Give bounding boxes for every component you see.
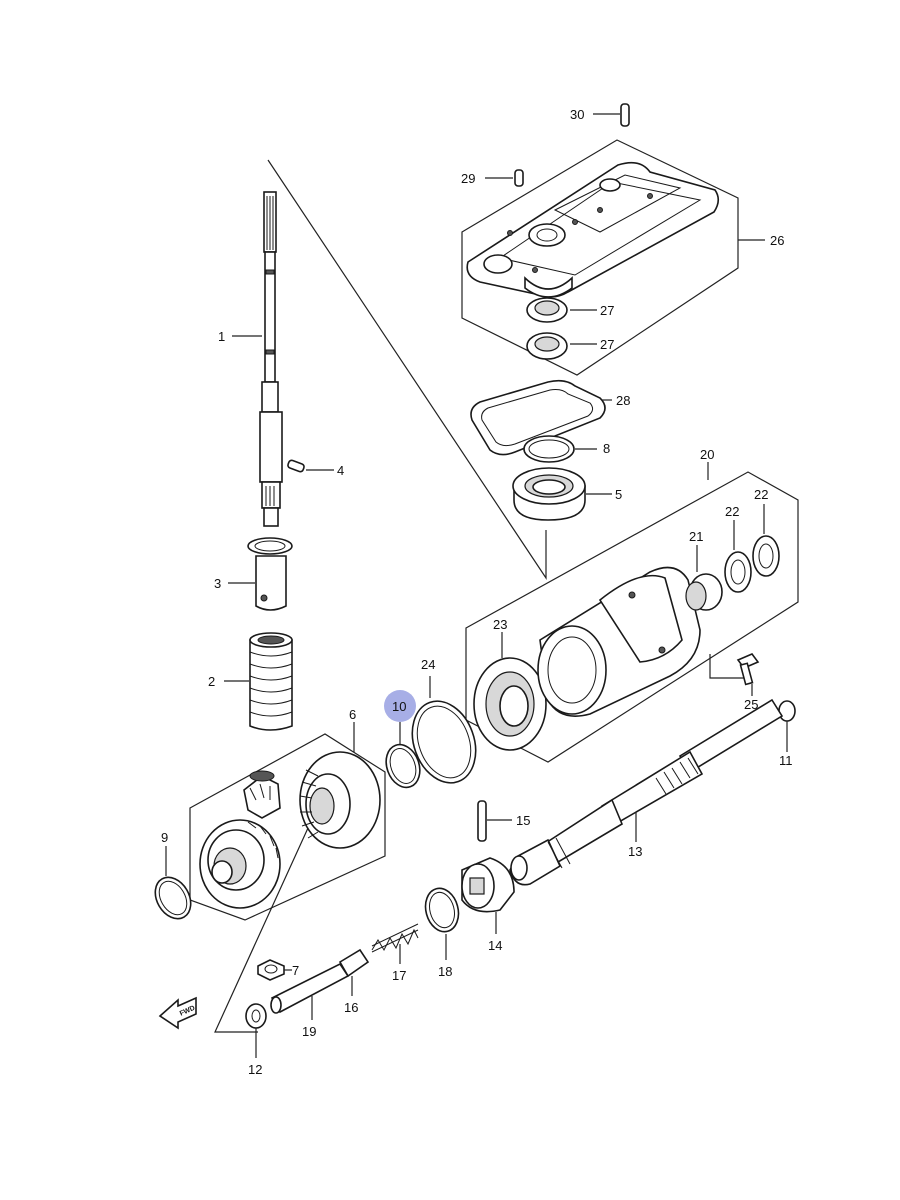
label-16: 16 bbox=[344, 1000, 358, 1015]
part-20-housing bbox=[537, 462, 748, 717]
label-12: 12 bbox=[248, 1062, 262, 1077]
callout-labels: 30 29 26 27 27 28 8 5 20 22 22 21 23 24 … bbox=[161, 107, 793, 1077]
label-19: 19 bbox=[302, 1024, 316, 1039]
part-3-bushing bbox=[228, 537, 293, 611]
label-26: 26 bbox=[770, 233, 784, 248]
label-23: 23 bbox=[493, 617, 507, 632]
part-15-pin bbox=[477, 800, 512, 842]
part-14-clutch bbox=[461, 857, 515, 934]
part-2-spring bbox=[224, 632, 293, 731]
part-30-pin bbox=[593, 103, 630, 127]
part-13-propeller-shaft bbox=[509, 698, 784, 886]
part-22-washer-a bbox=[724, 520, 752, 593]
label-14: 14 bbox=[488, 938, 502, 953]
label-27-upper: 27 bbox=[600, 303, 614, 318]
part-6-gear-set bbox=[199, 722, 381, 909]
label-28: 28 bbox=[616, 393, 630, 408]
part-28-gasket bbox=[470, 379, 612, 456]
label-30: 30 bbox=[570, 107, 584, 122]
part-29-pin bbox=[485, 169, 524, 187]
label-21: 21 bbox=[689, 529, 703, 544]
part-26-upper-plate bbox=[466, 161, 765, 298]
label-7: 7 bbox=[292, 963, 299, 978]
part-27-seal-lower bbox=[526, 332, 597, 360]
label-9: 9 bbox=[161, 830, 168, 845]
part-23-bearing bbox=[473, 632, 547, 751]
label-4: 4 bbox=[337, 463, 344, 478]
label-17: 17 bbox=[392, 968, 406, 983]
part-1-drive-shaft bbox=[232, 191, 283, 527]
label-10: 10 bbox=[392, 699, 406, 714]
part-11-clip bbox=[778, 700, 796, 752]
label-25: 25 bbox=[744, 697, 758, 712]
label-6: 6 bbox=[349, 707, 356, 722]
label-22-a: 22 bbox=[725, 504, 739, 519]
label-5: 5 bbox=[615, 487, 622, 502]
part-19-shift-rod bbox=[270, 962, 350, 1020]
label-15: 15 bbox=[516, 813, 530, 828]
label-11: 11 bbox=[779, 753, 793, 768]
part-5-bearing bbox=[512, 467, 612, 521]
part-10-o-ring bbox=[385, 722, 421, 789]
part-7-nut bbox=[257, 959, 292, 981]
part-17-spring bbox=[371, 923, 419, 964]
label-29: 29 bbox=[461, 171, 475, 186]
part-21-bushing bbox=[685, 545, 723, 611]
label-18: 18 bbox=[438, 964, 452, 979]
label-24: 24 bbox=[421, 657, 435, 672]
part-8-o-ring bbox=[523, 435, 597, 463]
label-8: 8 bbox=[603, 441, 610, 456]
part-18-spring-ring bbox=[424, 887, 460, 960]
part-9-shim bbox=[154, 846, 192, 920]
frame-lines bbox=[189, 139, 799, 1033]
label-20: 20 bbox=[700, 447, 714, 462]
part-4-key bbox=[287, 459, 334, 473]
label-1: 1 bbox=[218, 329, 225, 344]
part-24-o-ring bbox=[411, 676, 477, 784]
label-3: 3 bbox=[214, 576, 221, 591]
label-2: 2 bbox=[208, 674, 215, 689]
part-22-washer-b bbox=[752, 504, 780, 577]
part-25-bolt bbox=[736, 653, 760, 696]
label-22-b: 22 bbox=[754, 487, 768, 502]
highlight-marker bbox=[384, 690, 416, 722]
part-27-seal-upper bbox=[526, 297, 597, 323]
label-13: 13 bbox=[628, 844, 642, 859]
part-12-washer bbox=[245, 1003, 267, 1058]
label-27-lower: 27 bbox=[600, 337, 614, 352]
fwd-arrow-icon: FWD bbox=[158, 996, 197, 1030]
